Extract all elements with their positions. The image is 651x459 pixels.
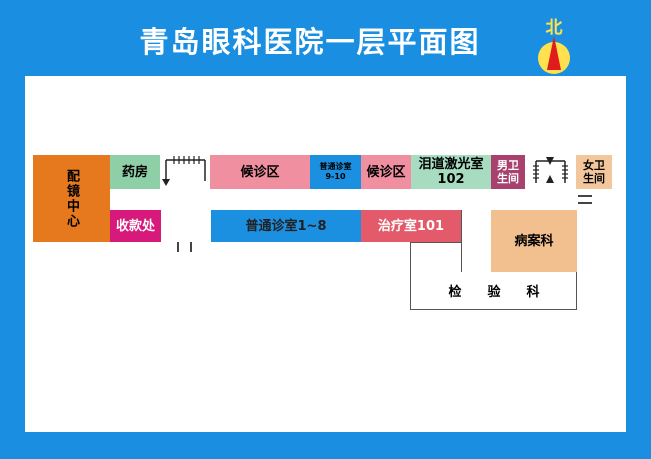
room-men-restroom-label-2: 生间 [497, 172, 519, 185]
room-cashier-label: 收款处 [115, 218, 155, 234]
room-treatment-101[interactable]: 治疗室101 [361, 210, 461, 242]
stairs-east [525, 155, 576, 189]
room-lacrimal-laser-102[interactable]: 泪道激光室 102 [411, 155, 491, 189]
stairs-west [160, 155, 210, 189]
room-women-restroom-label-1: 女卫 [583, 159, 605, 172]
entrance-mark-2 [190, 242, 192, 252]
room-lacrimal-laser-label: 泪道激光室 [418, 157, 484, 172]
room-clinic-9-10[interactable]: 普通诊室 9-10 [310, 155, 361, 189]
room-men-restroom-label-1: 男卫 [497, 159, 519, 172]
room-lacrimal-laser-number: 102 [437, 172, 465, 187]
room-medical-records-label: 病案科 [514, 233, 554, 249]
room-optical-center[interactable]: 配镜中心 [33, 155, 110, 242]
room-women-restroom[interactable]: 女卫 生间 [576, 155, 612, 189]
room-waiting-area-1-label: 候诊区 [240, 164, 280, 180]
room-treatment-101-label: 治疗室101 [377, 218, 445, 234]
room-waiting-area-1[interactable]: 候诊区 [210, 155, 310, 189]
room-laboratory[interactable]: 检 验 科 [411, 276, 577, 309]
stairs-east-icon [533, 157, 568, 183]
room-clinic-9-10-number: 9-10 [325, 172, 346, 181]
door-mark-east-2 [578, 202, 592, 204]
room-cashier[interactable]: 收款处 [110, 210, 161, 242]
room-laboratory-label: 检 验 科 [448, 285, 540, 300]
entrance-mark-1 [177, 242, 179, 252]
room-pharmacy-label: 药房 [121, 164, 148, 180]
door-mark-east-1 [578, 195, 592, 197]
compass-arrow-icon [538, 36, 570, 74]
stairs-west-icon [162, 156, 206, 186]
room-clinic-1-8-label: 普通诊室1~8 [245, 218, 327, 234]
room-men-restroom[interactable]: 男卫 生间 [491, 155, 525, 189]
room-waiting-area-2-label: 候诊区 [366, 164, 406, 180]
room-optical-center-label: 配镜中心 [64, 168, 79, 229]
room-clinic-9-10-label: 普通诊室 [319, 162, 352, 171]
compass-north-label: 北 [545, 18, 563, 38]
room-waiting-area-2[interactable]: 候诊区 [361, 155, 411, 189]
map-title: 青岛眼科医院一层平面图 [139, 25, 481, 59]
map-canvas: 配镜中心 药房 候诊区 普通诊室 9-10 [25, 76, 626, 432]
room-pharmacy[interactable]: 药房 [110, 155, 160, 189]
north-compass: 北 [532, 18, 576, 76]
room-clinic-1-8[interactable]: 普通诊室1~8 [211, 210, 361, 242]
room-medical-records[interactable]: 病案科 [491, 210, 577, 272]
room-women-restroom-label-2: 生间 [583, 172, 605, 185]
